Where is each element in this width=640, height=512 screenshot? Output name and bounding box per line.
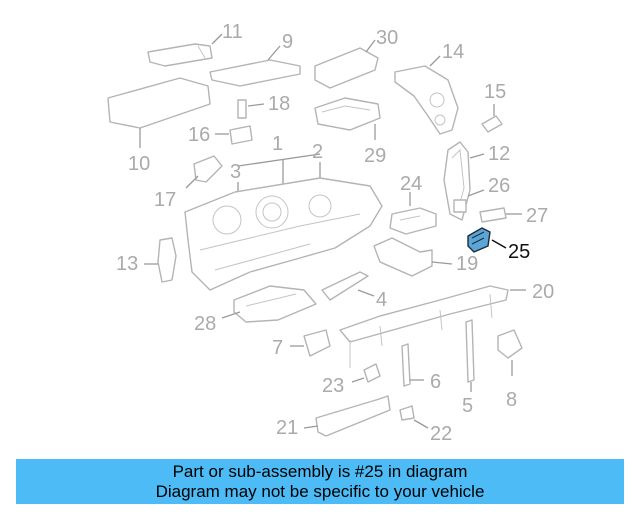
callout-14[interactable]: 14 — [442, 41, 464, 63]
part-10-shape[interactable] — [107, 77, 211, 129]
callout-27[interactable]: 27 — [526, 205, 548, 227]
leader-9 — [267, 45, 281, 61]
callout-25[interactable]: 25 — [508, 241, 530, 263]
callout-10[interactable]: 10 — [128, 153, 150, 175]
part-25-highlighted-shape[interactable] — [467, 227, 491, 253]
callout-15[interactable]: 15 — [484, 81, 506, 103]
part-21-shape[interactable] — [315, 395, 391, 437]
info-banner: Part or sub-assembly is #25 in diagram D… — [16, 459, 624, 504]
leader-25 — [491, 239, 507, 249]
part-18-shape[interactable] — [237, 99, 247, 119]
leader-28 — [221, 311, 241, 319]
callout-12[interactable]: 12 — [488, 143, 510, 165]
part-15-shape[interactable] — [481, 115, 503, 133]
part-8-shape[interactable] — [497, 329, 523, 359]
callout-4[interactable]: 20 — [532, 281, 554, 303]
leader-20 — [357, 289, 375, 297]
callout-22[interactable]: 22 — [430, 423, 452, 445]
callout-1[interactable]: 1 — [272, 133, 283, 155]
part-22-shape[interactable] — [399, 405, 415, 421]
callout-8[interactable]: 8 — [506, 389, 517, 411]
callout-2[interactable]: 2 — [312, 141, 323, 163]
leader-23 — [351, 377, 365, 383]
part-27-shape[interactable] — [479, 207, 507, 223]
part-1-dashboard-shape[interactable] — [184, 177, 383, 291]
leader-11 — [211, 33, 223, 45]
part-29-shape[interactable] — [314, 97, 381, 131]
callout-20[interactable]: 4 — [376, 289, 387, 311]
part-19-shape[interactable] — [373, 237, 433, 277]
part-6-shape[interactable] — [401, 343, 411, 387]
leader-26 — [467, 189, 485, 197]
leader-14 — [429, 55, 441, 67]
callout-29[interactable]: 29 — [364, 145, 386, 167]
leader-18 — [247, 103, 265, 107]
part-14-shape[interactable] — [394, 65, 459, 135]
leader-22 — [413, 419, 429, 429]
leader-12 — [469, 153, 485, 159]
callout-30[interactable]: 30 — [376, 27, 398, 49]
callout-6[interactable]: 6 — [430, 371, 441, 393]
leader-21 — [303, 425, 319, 429]
callout-11[interactable]: 11 — [222, 21, 243, 43]
part-20-shape[interactable] — [321, 271, 369, 301]
exploded-parts-diagram: 11 9 30 14 10 18 16 29 15 — [107, 21, 554, 445]
part-5-shape[interactable] — [465, 319, 475, 383]
part-23-shape[interactable] — [363, 363, 381, 383]
leader-17 — [185, 175, 199, 189]
part-24-shape[interactable] — [389, 207, 437, 235]
callout-19[interactable]: 19 — [456, 253, 478, 275]
leader-19 — [431, 261, 453, 265]
callout-13[interactable]: 13 — [116, 253, 138, 275]
callout-3[interactable]: 3 — [230, 161, 241, 183]
banner-line-1: Part or sub-assembly is #25 in diagram — [172, 462, 468, 481]
callout-24[interactable]: 24 — [400, 173, 422, 195]
part-11-shape[interactable] — [147, 43, 213, 67]
callout-16[interactable]: 16 — [188, 124, 210, 146]
leader-1-bracket — [237, 153, 321, 167]
part-26-shape[interactable] — [453, 199, 467, 213]
banner-line-2: Diagram may not be specific to your vehi… — [155, 482, 485, 501]
part-16-shape[interactable] — [229, 125, 253, 145]
part-30-shape[interactable] — [314, 47, 379, 89]
callout-21[interactable]: 21 — [276, 417, 298, 439]
callout-23[interactable]: 23 — [322, 375, 344, 397]
part-28-shape[interactable] — [233, 285, 317, 323]
callout-7[interactable]: 7 — [272, 337, 283, 359]
part-7-shape[interactable] — [303, 329, 331, 357]
callout-26[interactable]: 26 — [488, 175, 510, 197]
part-17-shape[interactable] — [193, 155, 223, 183]
callout-28[interactable]: 28 — [194, 313, 216, 335]
callout-9[interactable]: 9 — [282, 31, 293, 53]
callout-5[interactable]: 5 — [462, 395, 473, 417]
part-4-beam-shape[interactable] — [339, 285, 509, 368]
callout-18[interactable]: 18 — [268, 93, 290, 115]
callout-17[interactable]: 17 — [154, 189, 176, 211]
part-9-shape[interactable] — [209, 59, 301, 87]
part-13-shape[interactable] — [157, 237, 177, 283]
leader-30 — [365, 39, 376, 53]
